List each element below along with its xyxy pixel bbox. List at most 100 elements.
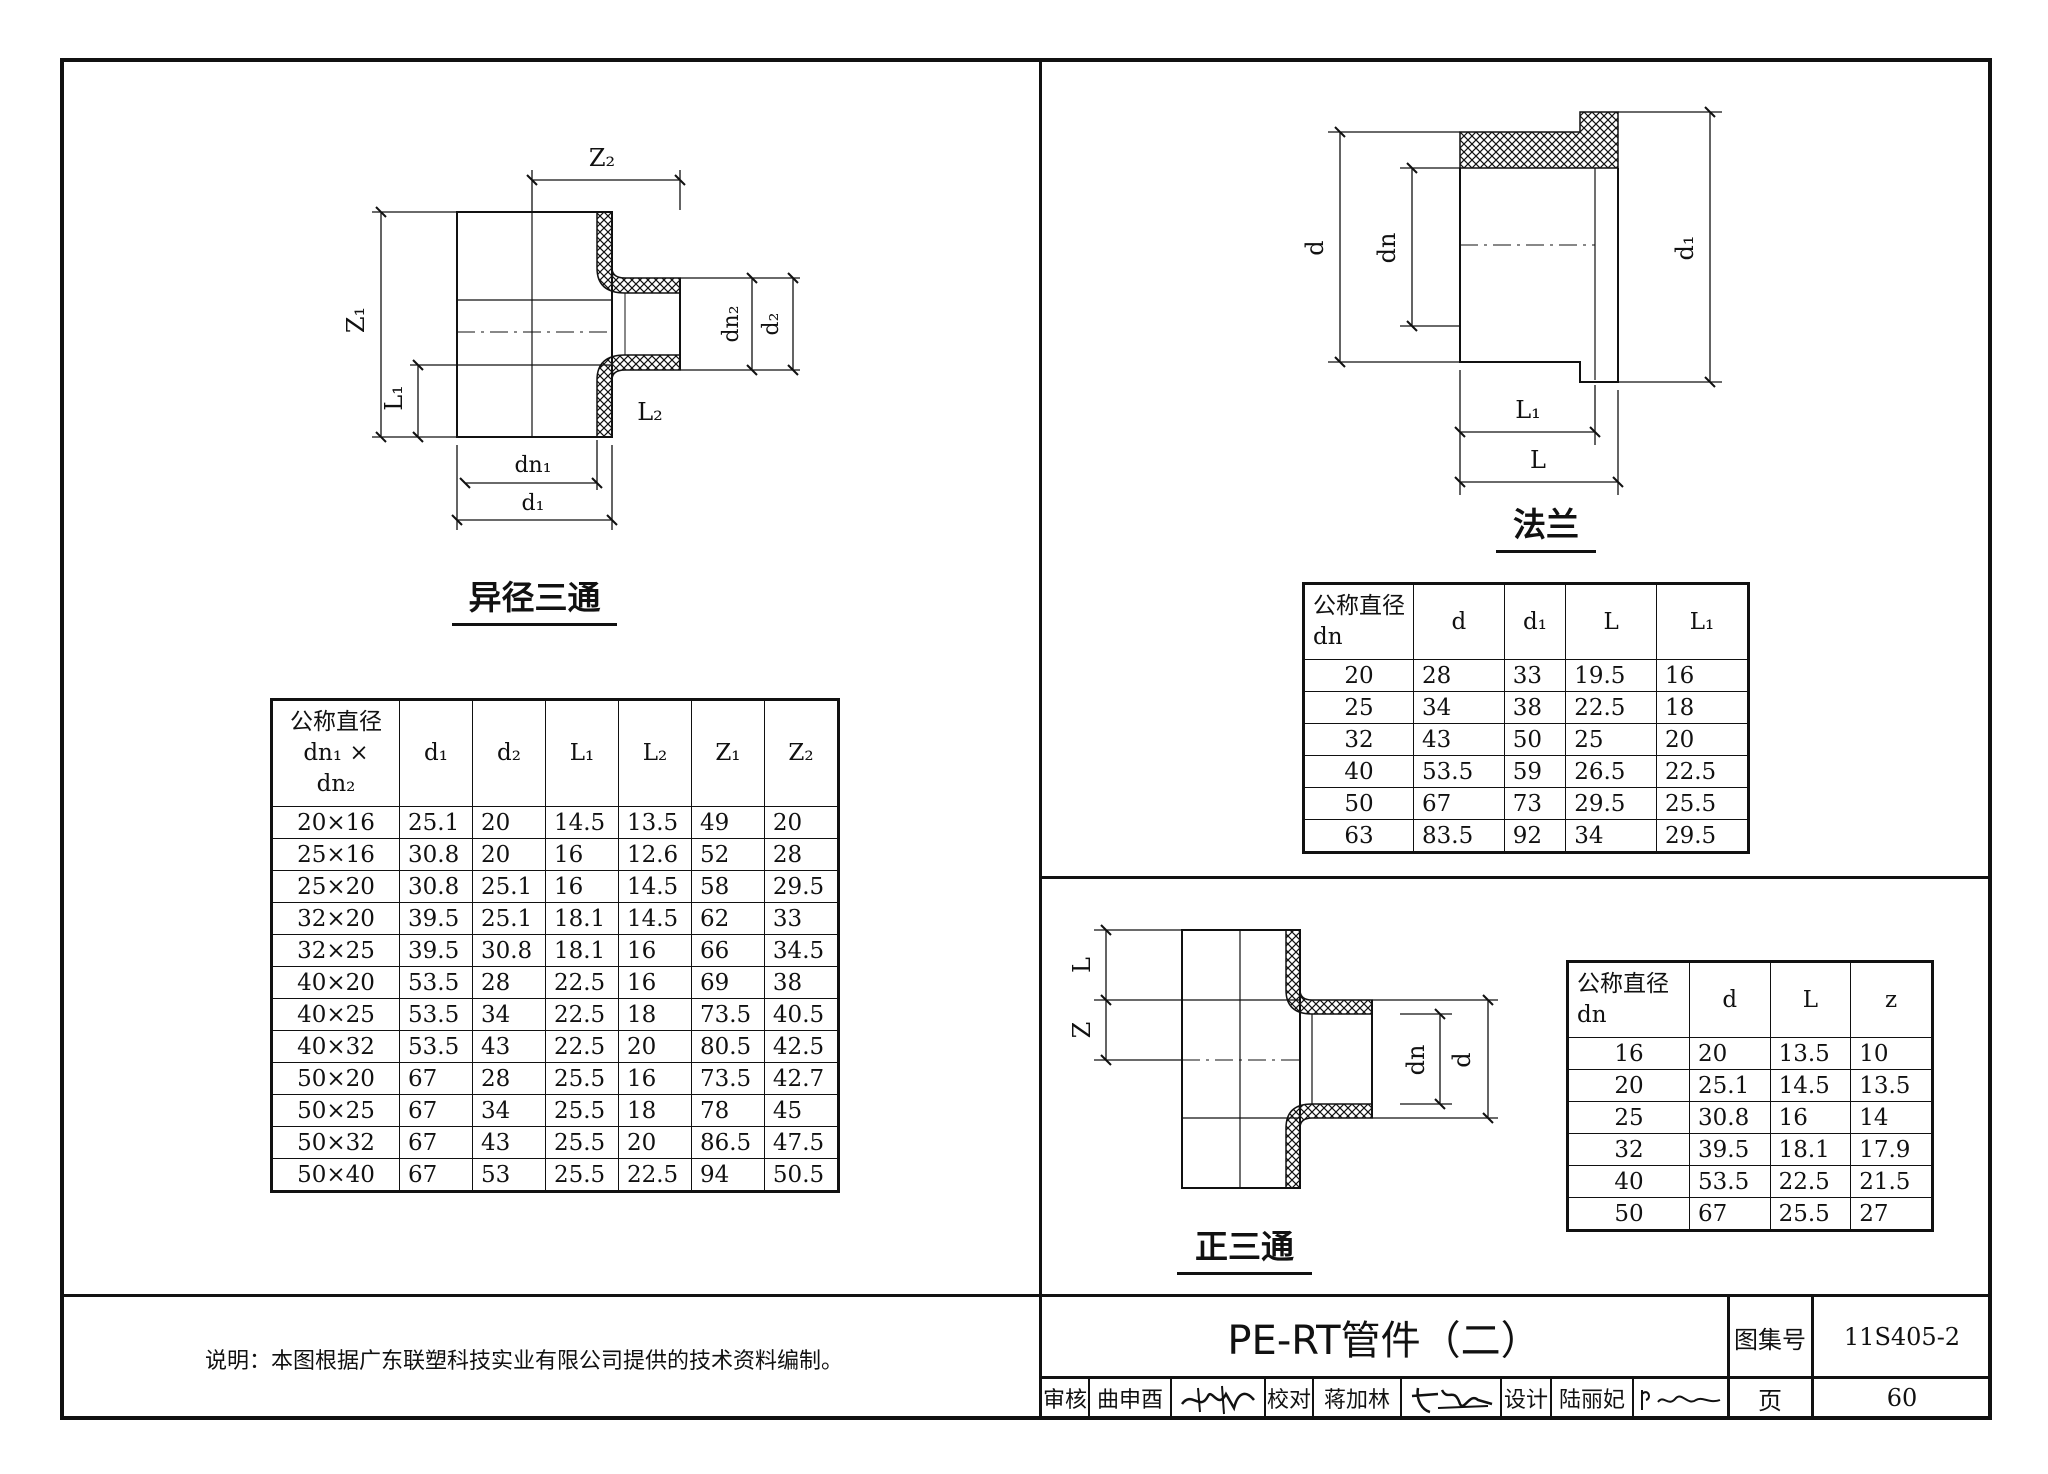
table-cell: 40×32 [271, 1030, 400, 1064]
table-cell: 33 [763, 902, 840, 936]
table-cell: 50 [1303, 787, 1414, 821]
table-cell: 67 [399, 1094, 473, 1128]
table-cell: 34.5 [763, 934, 840, 968]
table-cell: 39.5 [399, 934, 473, 968]
table-cell: 13.5 [1850, 1069, 1933, 1103]
sig-div-3 [1264, 1378, 1266, 1418]
table-cell: 25.5 [544, 1062, 619, 1096]
table-cell: 20 [617, 1126, 692, 1160]
table-cell: 66 [690, 934, 765, 968]
vertical-divider [1039, 60, 1042, 1418]
table-cell: 21.5 [1850, 1165, 1933, 1199]
reducing-tee-title: 异径三通 [452, 571, 617, 626]
table-cell: 38 [763, 966, 840, 1000]
table-cell: 67 [1413, 787, 1505, 821]
table-cell: 29.5 [1655, 819, 1750, 854]
table-cell: 39.5 [1689, 1133, 1771, 1167]
table-cell: 25.1 [1689, 1069, 1771, 1103]
l2-label: L₂ [637, 398, 663, 426]
table-cell: 22.5 [1565, 691, 1657, 725]
page-label: 页 [1758, 1386, 1782, 1415]
sig-div-4 [1312, 1378, 1314, 1418]
table-cell: 69 [690, 966, 765, 1000]
table-cell: 58 [690, 870, 765, 904]
sig-div-7 [1550, 1378, 1552, 1418]
table-cell: 50 [1567, 1197, 1690, 1232]
table-cell: 13.5 [617, 806, 692, 840]
table-cell: 45 [763, 1094, 840, 1128]
table-cell: 14 [1850, 1101, 1933, 1135]
dn2-label: dn₂ [719, 305, 744, 342]
table-cell: 67 [399, 1126, 473, 1160]
flange-title-text: 法兰 [1513, 505, 1579, 544]
table-cell: 20 [471, 806, 546, 840]
table-cell: 40 [1567, 1165, 1690, 1199]
tee-l-label: L [1068, 957, 1096, 973]
table-cell: 73.5 [690, 998, 765, 1032]
drawing-title: PE-RT管件（二） [1227, 1318, 1541, 1364]
table-cell: 42.7 [763, 1062, 840, 1096]
table-cell: 28 [763, 838, 840, 872]
table-cell: 22.5 [544, 966, 619, 1000]
check-label: 校对 [1266, 1388, 1311, 1413]
table-cell: 50×40 [271, 1158, 400, 1193]
table-cell: 53.5 [1413, 755, 1505, 789]
z1-label: Z₁ [342, 307, 370, 333]
col-dn: 公称直径 dn₁ × dn₂ [271, 698, 400, 808]
table-cell: 18.1 [1769, 1133, 1852, 1167]
table-cell: 16 [1769, 1101, 1852, 1135]
equal-tee-title: 正三通 [1177, 1220, 1312, 1275]
table-cell: 50×25 [271, 1094, 400, 1128]
tee-z-label: Z [1068, 1022, 1096, 1039]
table-cell: 25 [1565, 723, 1657, 757]
sig-div-5 [1400, 1378, 1402, 1418]
table-cell: 73.5 [690, 1062, 765, 1096]
table-cell: 22.5 [544, 998, 619, 1032]
bottom-divider [62, 1294, 1990, 1297]
table-cell: 22.5 [1655, 755, 1750, 789]
table-cell: 30.8 [471, 934, 546, 968]
table-cell: 53.5 [399, 998, 473, 1032]
table-cell: 32 [1567, 1133, 1690, 1167]
table-cell: 16 [1567, 1037, 1690, 1071]
col-l1: L₁ [544, 698, 619, 808]
table-cell: 53 [471, 1158, 546, 1193]
table-cell: 14.5 [1769, 1069, 1852, 1103]
table-cell: 43 [471, 1126, 546, 1160]
table-cell: 40×25 [271, 998, 400, 1032]
table-cell: 83.5 [1413, 819, 1505, 854]
table-cell: 25.5 [544, 1158, 619, 1193]
z2-label: Z₂ [589, 144, 615, 172]
table-cell: 25.5 [544, 1126, 619, 1160]
table-cell: 42.5 [763, 1030, 840, 1064]
table-cell: 10 [1850, 1037, 1933, 1071]
table-cell: 22.5 [544, 1030, 619, 1064]
table-cell: 14.5 [617, 902, 692, 936]
table-cell: 67 [399, 1062, 473, 1096]
table-cell: 28 [471, 966, 546, 1000]
table-cell: 63 [1303, 819, 1414, 854]
flange-l1-label: L₁ [1515, 396, 1541, 424]
table-cell: 29.5 [1565, 787, 1657, 821]
sig-div-6 [1500, 1378, 1502, 1418]
table-cell: 18.1 [544, 902, 619, 936]
drawing-note: 说明：本图根据广东联塑科技实业有限公司提供的技术资料编制。 [205, 1349, 844, 1374]
table-cell: 20 [1689, 1037, 1771, 1071]
table-cell: 20 [471, 838, 546, 872]
table-cell: 18.1 [544, 934, 619, 968]
col-dn: 公称直径 dn [1567, 960, 1690, 1039]
right-horizontal-divider [1040, 876, 1990, 879]
reducing-tee-drawing: Z₂ Z₁ L₁ L₂ dn₂ d₂ dn₁ d₁ [342, 144, 800, 530]
table-cell: 16 [1655, 659, 1750, 693]
table-cell: 18 [617, 1094, 692, 1128]
